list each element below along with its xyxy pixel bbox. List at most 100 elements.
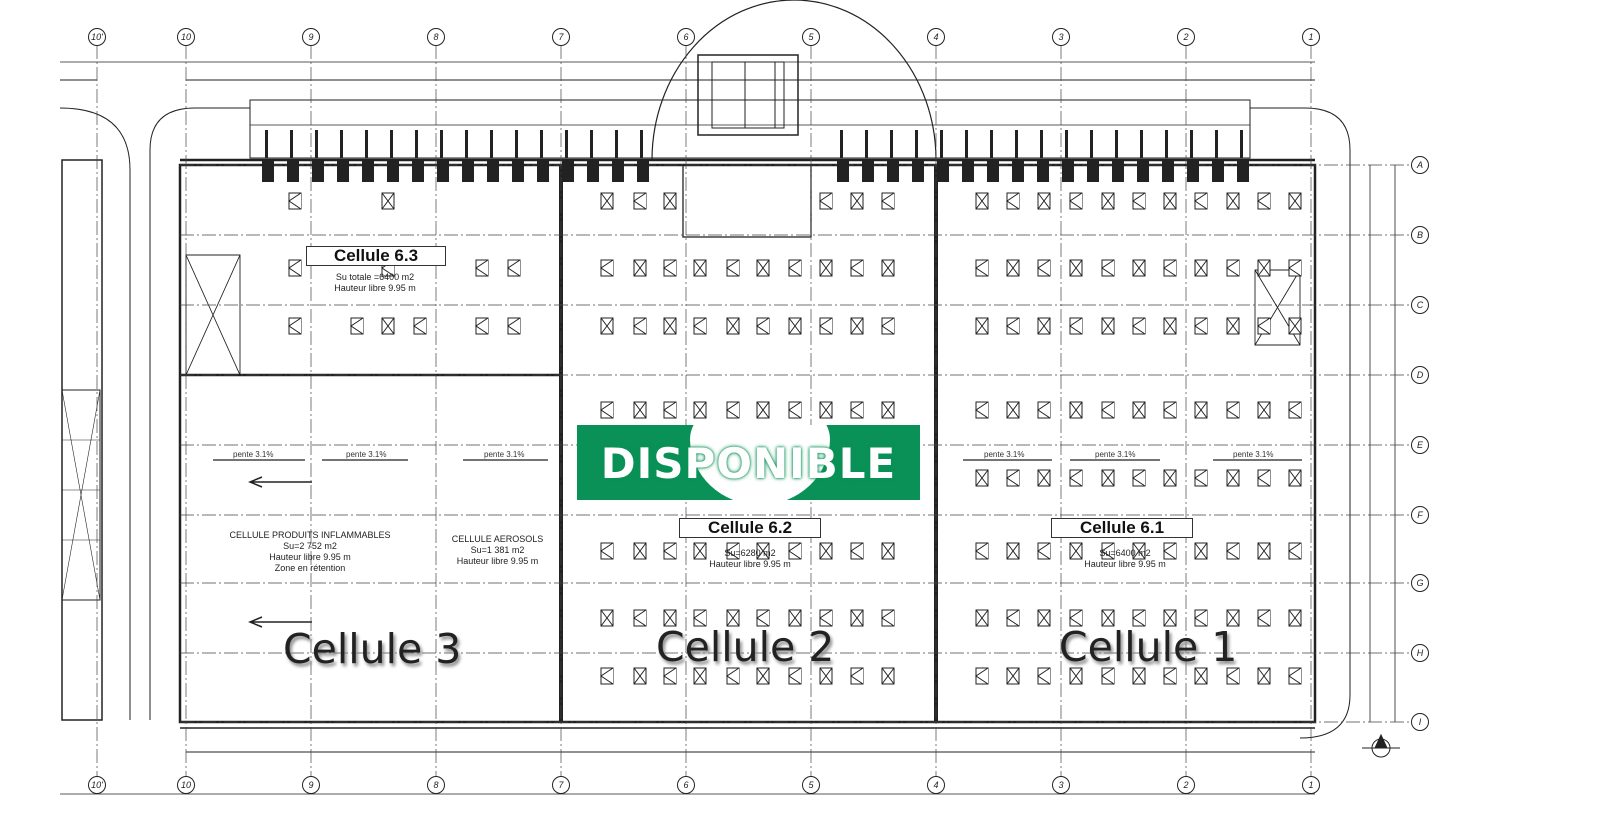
smoke-vent-icon: [663, 609, 677, 627]
smoke-vent-icon: [381, 317, 395, 335]
smoke-vent-icon: [1006, 401, 1020, 419]
grid-row-bubble: G: [1411, 574, 1429, 592]
grid-row-bubble: H: [1411, 644, 1429, 662]
smoke-vent-icon: [819, 542, 833, 560]
smoke-vent-icon: [1132, 192, 1146, 210]
smoke-vent-icon: [633, 609, 647, 627]
cell-3-big-label: Cellule 3: [283, 625, 462, 673]
grid-column-bubble: 10: [177, 776, 195, 794]
dock-leveler: [340, 130, 343, 158]
dock-leveler: [515, 130, 518, 158]
smoke-vent-icon: [1288, 667, 1302, 685]
smoke-vent-icon: [975, 609, 989, 627]
flammables-cell-info: CELLULE PRODUITS INFLAMMABLES Su=2 752 m…: [225, 530, 395, 574]
smoke-vent-icon: [1288, 192, 1302, 210]
dock-leveler: [1115, 130, 1118, 158]
dock-door-icon: [987, 160, 999, 182]
flammables-surface: Su=2 752 m2: [283, 541, 337, 551]
cell-6-2-surface: Su=6280 m2: [724, 548, 776, 558]
dock-door-icon: [937, 160, 949, 182]
smoke-vent-icon: [507, 259, 521, 277]
smoke-vent-icon: [819, 317, 833, 335]
smoke-vent-icon: [881, 401, 895, 419]
grid-row-bubble: E: [1411, 436, 1429, 454]
dock-leveler: [1240, 130, 1243, 158]
grid-column-bubble: 5: [802, 28, 820, 46]
smoke-vent-icon: [350, 317, 364, 335]
smoke-vent-icon: [819, 667, 833, 685]
dock-leveler: [365, 130, 368, 158]
grid-column-bubble: 5: [802, 776, 820, 794]
smoke-vent-icon: [288, 317, 302, 335]
smoke-vent-icon: [1132, 401, 1146, 419]
smoke-vent-icon: [1194, 469, 1208, 487]
smoke-vent-icon: [633, 317, 647, 335]
north-arrow-icon: [1362, 733, 1400, 758]
smoke-vent-icon: [663, 542, 677, 560]
dock-door-icon: [312, 160, 324, 182]
smoke-vent-icon: [1101, 542, 1115, 560]
grid-row-bubble: A: [1411, 156, 1429, 174]
flammables-title: CELLULE PRODUITS INFLAMMABLES: [229, 530, 391, 540]
dock-leveler: [265, 130, 268, 158]
smoke-vent-icon: [381, 192, 395, 210]
smoke-vent-icon: [1069, 192, 1083, 210]
smoke-vent-icon: [756, 401, 770, 419]
dock-door-icon: [1187, 160, 1199, 182]
smoke-vent-icon: [850, 401, 864, 419]
smoke-vent-icon: [475, 259, 489, 277]
dock-door-icon: [287, 160, 299, 182]
smoke-vent-icon: [756, 317, 770, 335]
dock-leveler: [1040, 130, 1043, 158]
dock-leveler: [1015, 130, 1018, 158]
smoke-vent-icon: [1006, 259, 1020, 277]
dock-leveler: [290, 130, 293, 158]
smoke-vent-icon: [819, 192, 833, 210]
smoke-vent-icon: [1132, 667, 1146, 685]
grid-column-bubble: 1: [1302, 776, 1320, 794]
smoke-vent-icon: [1132, 317, 1146, 335]
smoke-vent-icon: [1069, 317, 1083, 335]
dock-leveler: [865, 130, 868, 158]
dock-leveler: [1165, 130, 1168, 158]
smoke-vent-icon: [1132, 469, 1146, 487]
aerosols-surface: Su=1 381 m2: [470, 545, 525, 555]
dock-leveler: [590, 130, 593, 158]
dock-leveler: [1090, 130, 1093, 158]
smoke-vent-icon: [726, 259, 740, 277]
smoke-vent-icon: [663, 192, 677, 210]
smoke-vent-icon: [1257, 259, 1271, 277]
flammables-note: Zone en rétention: [274, 563, 346, 573]
smoke-vent-icon: [819, 401, 833, 419]
smoke-vent-icon: [1069, 401, 1083, 419]
smoke-vent-icon: [1132, 542, 1146, 560]
dock-door-icon: [1212, 160, 1224, 182]
smoke-vent-icon: [1037, 259, 1051, 277]
grid-column-bubble: 8: [427, 28, 445, 46]
dock-leveler: [540, 130, 543, 158]
smoke-vent-icon: [1288, 401, 1302, 419]
dock-door-icon: [262, 160, 274, 182]
grid-row-bubble: I: [1411, 713, 1429, 731]
smoke-vent-icon: [633, 401, 647, 419]
smoke-vent-icon: [693, 317, 707, 335]
smoke-vent-icon: [1288, 469, 1302, 487]
smoke-vent-icon: [1163, 542, 1177, 560]
slope-label: pente 3.1%: [484, 450, 525, 459]
smoke-vent-icon: [633, 542, 647, 560]
smoke-vent-icon: [1226, 317, 1240, 335]
smoke-vent-icon: [850, 317, 864, 335]
smoke-vent-icon: [1226, 192, 1240, 210]
smoke-vent-icon: [1101, 667, 1115, 685]
smoke-vent-icon: [1226, 609, 1240, 627]
smoke-vent-icon: [1006, 192, 1020, 210]
smoke-vent-icon: [1101, 192, 1115, 210]
grid-column-bubble: 1: [1302, 28, 1320, 46]
smoke-vent-icon: [1037, 317, 1051, 335]
grid-column-bubble: 7: [552, 776, 570, 794]
smoke-vent-icon: [1006, 667, 1020, 685]
smoke-vent-icon: [693, 401, 707, 419]
smoke-vent-icon: [788, 317, 802, 335]
smoke-vent-icon: [1194, 192, 1208, 210]
grid-column-bubble: 8: [427, 776, 445, 794]
